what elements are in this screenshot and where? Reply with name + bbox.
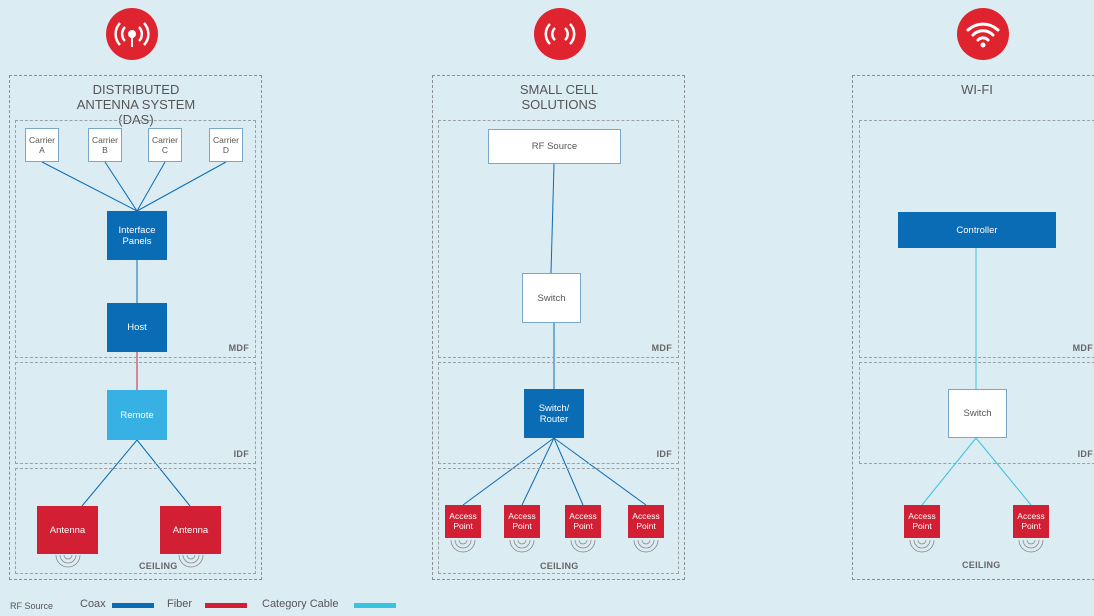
signal-waves-icon	[509, 539, 535, 553]
switch[interactable]: Switch	[948, 389, 1007, 438]
mdf-label: MDF	[228, 343, 249, 353]
rf-source[interactable]: RF Source	[488, 129, 621, 164]
antenna-1[interactable]: Antenna	[37, 506, 98, 554]
coax-line	[41, 161, 138, 212]
switch[interactable]: Switch	[522, 273, 581, 323]
idf-zone: IDF	[859, 362, 1094, 464]
panel-title: Small Cell Solutions	[519, 82, 599, 112]
carrier-b[interactable]: Carrier B	[88, 128, 122, 162]
ceiling-zone: CEILING	[438, 468, 679, 574]
legend-coax: Coax	[80, 598, 106, 610]
mdf-zone: MDF	[859, 120, 1094, 358]
category-cable-swatch	[354, 603, 396, 608]
access-point-1[interactable]: Access Point	[445, 505, 481, 538]
signal-waves-icon	[450, 539, 476, 553]
access-point-1[interactable]: Access Point	[904, 505, 940, 538]
remote[interactable]: Remote	[107, 390, 167, 440]
controller[interactable]: Controller	[898, 212, 1056, 248]
idf-label: IDF	[656, 449, 672, 459]
idf-label: IDF	[1077, 449, 1093, 459]
access-point-3[interactable]: Access Point	[565, 505, 601, 538]
small-cell-panel: Small Cell Solutions	[432, 75, 685, 580]
ceiling-zone: CEILING	[15, 468, 256, 574]
signal-waves-icon	[1018, 539, 1044, 553]
category-cable-line	[921, 437, 977, 506]
coax-swatch	[112, 603, 154, 608]
interface-panels[interactable]: Interface Panels	[107, 211, 167, 260]
signal-broadcast-icon	[534, 8, 586, 60]
host[interactable]: Host	[107, 303, 167, 352]
ceiling-label: CEILING	[540, 561, 579, 571]
mdf-zone: MDF	[438, 120, 679, 358]
category-cable-line	[975, 437, 1032, 506]
carrier-d[interactable]: Carrier D	[209, 128, 243, 162]
signal-broadcast-icon	[106, 8, 158, 60]
idf-zone: IDF	[15, 362, 256, 464]
idf-label: IDF	[233, 449, 249, 459]
switch-router[interactable]: Switch/ Router	[524, 389, 584, 438]
panel-title: Wi-Fi	[961, 82, 993, 97]
das-panel: Distributed Antenna System (DAS)	[9, 75, 262, 580]
antenna-2[interactable]: Antenna	[160, 506, 221, 554]
ceiling-label: CEILING	[962, 560, 1001, 570]
legend-category-cable: Category Cable	[262, 598, 339, 610]
ceiling-label: CEILING	[139, 561, 178, 571]
legend-fiber: Fiber	[167, 598, 193, 610]
mdf-label: MDF	[1072, 343, 1093, 353]
signal-waves-icon	[178, 554, 204, 568]
coax-line	[521, 437, 555, 506]
carrier-c[interactable]: Carrier C	[148, 128, 182, 162]
coax-line	[136, 161, 227, 212]
wifi-icon	[957, 8, 1009, 60]
carrier-a[interactable]: Carrier A	[25, 128, 59, 162]
fiber-swatch	[205, 603, 247, 608]
coax-line	[553, 437, 584, 506]
signal-waves-icon	[633, 539, 659, 553]
signal-waves-icon	[570, 539, 596, 553]
coax-line	[104, 161, 138, 212]
signal-waves-icon	[55, 554, 81, 568]
access-point-2[interactable]: Access Point	[504, 505, 540, 538]
legend-rf-source: RF Source	[10, 601, 54, 611]
coax-line	[81, 439, 138, 507]
panel-title: Distributed Antenna System (DAS)	[76, 82, 196, 127]
idf-zone: IDF	[438, 362, 679, 464]
coax-line	[136, 161, 166, 212]
coax-line	[136, 439, 191, 507]
access-point-2[interactable]: Access Point	[1013, 505, 1049, 538]
access-point-4[interactable]: Access Point	[628, 505, 664, 538]
signal-waves-icon	[909, 539, 935, 553]
wifi-panel: Wi-Fi	[852, 75, 1094, 580]
coax-line	[462, 437, 555, 506]
coax-line	[550, 163, 555, 274]
coax-line	[553, 437, 647, 506]
mdf-zone: MDF	[15, 120, 256, 358]
mdf-label: MDF	[651, 343, 672, 353]
